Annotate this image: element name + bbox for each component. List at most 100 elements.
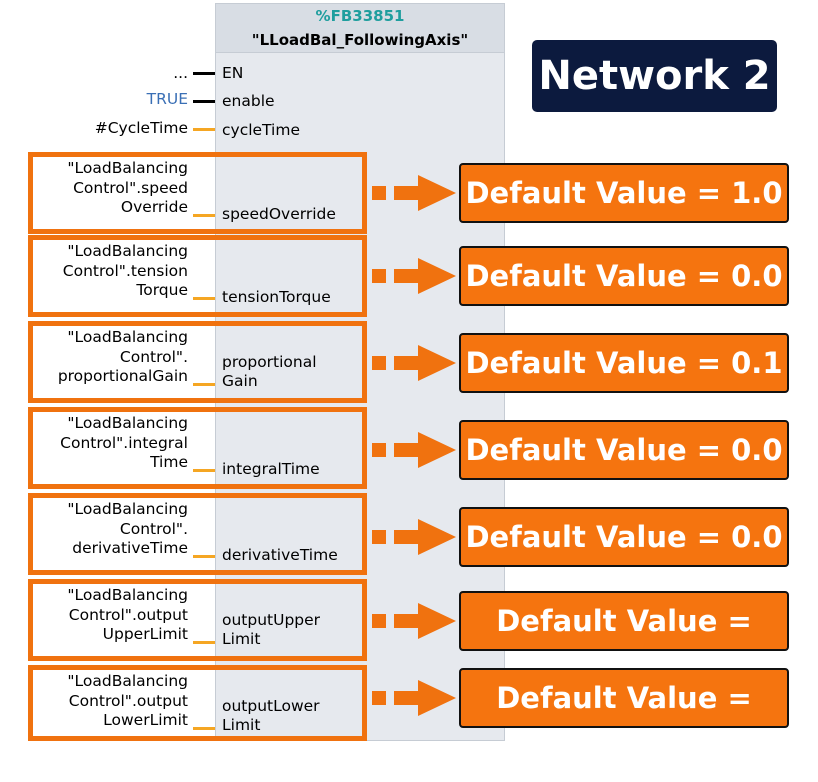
parameter-wire bbox=[193, 469, 215, 472]
block-name: "LLoadBal_FollowingAxis" bbox=[251, 31, 469, 49]
en-wire bbox=[193, 72, 215, 75]
parameter-pin-line: integralTime bbox=[222, 460, 320, 478]
parameter-pin-line: Gain bbox=[222, 372, 258, 390]
parameter-highlight-box bbox=[28, 321, 367, 403]
default-value-box: Default Value = 0.0 bbox=[459, 507, 789, 567]
arrow-dash bbox=[372, 443, 386, 457]
enable-input-value[interactable]: TRUE bbox=[146, 90, 188, 108]
parameter-pin[interactable]: speedOverride bbox=[222, 205, 336, 224]
parameter-input-line: Override bbox=[120, 198, 188, 216]
right-arrow-icon bbox=[372, 258, 456, 294]
default-value-box: Default Value = 0.1 bbox=[459, 333, 789, 393]
arrow-head bbox=[418, 432, 456, 468]
parameter-input-line: Torque bbox=[136, 281, 188, 299]
network-label: Network 2 bbox=[532, 40, 777, 112]
parameter-input-line: "LoadBalancing bbox=[67, 159, 188, 177]
arrow-head bbox=[418, 680, 456, 716]
parameter-highlight-box bbox=[28, 579, 367, 661]
arrow-dash bbox=[372, 269, 386, 283]
parameter-input-line: Control".speed bbox=[73, 178, 188, 197]
parameter-wire bbox=[193, 641, 215, 644]
arrow-shaft bbox=[394, 530, 420, 544]
arrow-shaft bbox=[394, 269, 420, 283]
parameter-input-line: Control".tension bbox=[62, 261, 188, 280]
function-block[interactable] bbox=[215, 3, 505, 741]
function-block-header bbox=[215, 3, 505, 53]
cycletime-wire bbox=[193, 128, 215, 131]
right-arrow-icon bbox=[372, 680, 456, 716]
arrow-head bbox=[418, 345, 456, 381]
parameter-highlight-box bbox=[28, 493, 367, 575]
parameter-pin[interactable]: integralTime bbox=[222, 460, 320, 479]
parameter-pin-line: Limit bbox=[222, 630, 261, 648]
parameter-input-line: Control". bbox=[119, 519, 188, 538]
arrow-head bbox=[418, 258, 456, 294]
right-arrow-icon bbox=[372, 519, 456, 555]
parameter-input-line: "LoadBalancing bbox=[67, 586, 188, 604]
arrow-dash bbox=[372, 614, 386, 628]
parameter-pin-line: proportional bbox=[222, 353, 317, 371]
parameter-wire bbox=[193, 214, 215, 217]
pin-en[interactable]: EN bbox=[222, 64, 244, 82]
parameter-pin-line: tensionTorque bbox=[222, 288, 331, 306]
enable-wire bbox=[193, 100, 215, 103]
parameter-pin[interactable]: derivativeTime bbox=[222, 546, 338, 565]
default-value-box: Default Value = 1.0 bbox=[459, 163, 789, 223]
parameter-pin-line: derivativeTime bbox=[222, 546, 338, 564]
parameter-input-line: Time bbox=[150, 453, 188, 471]
parameter-input-line: proportionalGain bbox=[57, 367, 188, 385]
arrow-dash bbox=[372, 356, 386, 370]
parameter-pin-line: Limit bbox=[222, 716, 261, 734]
parameter-input-line: Control". bbox=[119, 347, 188, 366]
pin-enable[interactable]: enable bbox=[222, 92, 275, 110]
parameter-input-line: Control".output bbox=[68, 605, 188, 624]
parameter-highlight-box bbox=[28, 407, 367, 489]
parameter-input-line: "LoadBalancing bbox=[67, 242, 188, 260]
arrow-dash bbox=[372, 530, 386, 544]
arrow-shaft bbox=[394, 443, 420, 457]
parameter-input-line: "LoadBalancing bbox=[67, 500, 188, 518]
parameter-wire bbox=[193, 297, 215, 300]
arrow-head bbox=[418, 175, 456, 211]
default-value-box: Default Value = 0.0 bbox=[459, 420, 789, 480]
parameter-highlight-box bbox=[28, 235, 367, 317]
parameter-input-line: Control".output bbox=[68, 691, 188, 710]
parameter-pin-line: outputLower bbox=[222, 697, 320, 715]
arrow-dash bbox=[372, 691, 386, 705]
en-input-value[interactable]: ... bbox=[173, 64, 188, 82]
right-arrow-icon bbox=[372, 175, 456, 211]
parameter-input-line: Control".integral bbox=[60, 433, 188, 452]
right-arrow-icon bbox=[372, 345, 456, 381]
arrow-shaft bbox=[394, 614, 420, 628]
parameter-input-line: UpperLimit bbox=[102, 625, 188, 643]
parameter-input-line: "LoadBalancing bbox=[67, 414, 188, 432]
cycletime-input-value[interactable]: #CycleTime bbox=[94, 119, 188, 137]
parameter-wire bbox=[193, 383, 215, 386]
default-value-box: Default Value = 0.0 bbox=[459, 246, 789, 306]
arrow-shaft bbox=[394, 356, 420, 370]
block-instance-number: %FB33851 bbox=[315, 7, 405, 25]
parameter-input-line: "LoadBalancing bbox=[67, 672, 188, 690]
default-value-box: Default Value = +5.0 bbox=[459, 591, 789, 694]
parameter-pin[interactable]: tensionTorque bbox=[222, 288, 331, 307]
arrow-head bbox=[418, 603, 456, 639]
right-arrow-icon bbox=[372, 432, 456, 468]
parameter-wire bbox=[193, 727, 215, 730]
parameter-input-line: derivativeTime bbox=[72, 539, 188, 557]
arrow-dash bbox=[372, 186, 386, 200]
arrow-head bbox=[418, 519, 456, 555]
arrow-shaft bbox=[394, 186, 420, 200]
parameter-pin-line: outputUpper bbox=[222, 611, 321, 629]
pin-cycletime[interactable]: cycleTime bbox=[222, 121, 300, 139]
parameter-highlight-box bbox=[28, 152, 367, 234]
